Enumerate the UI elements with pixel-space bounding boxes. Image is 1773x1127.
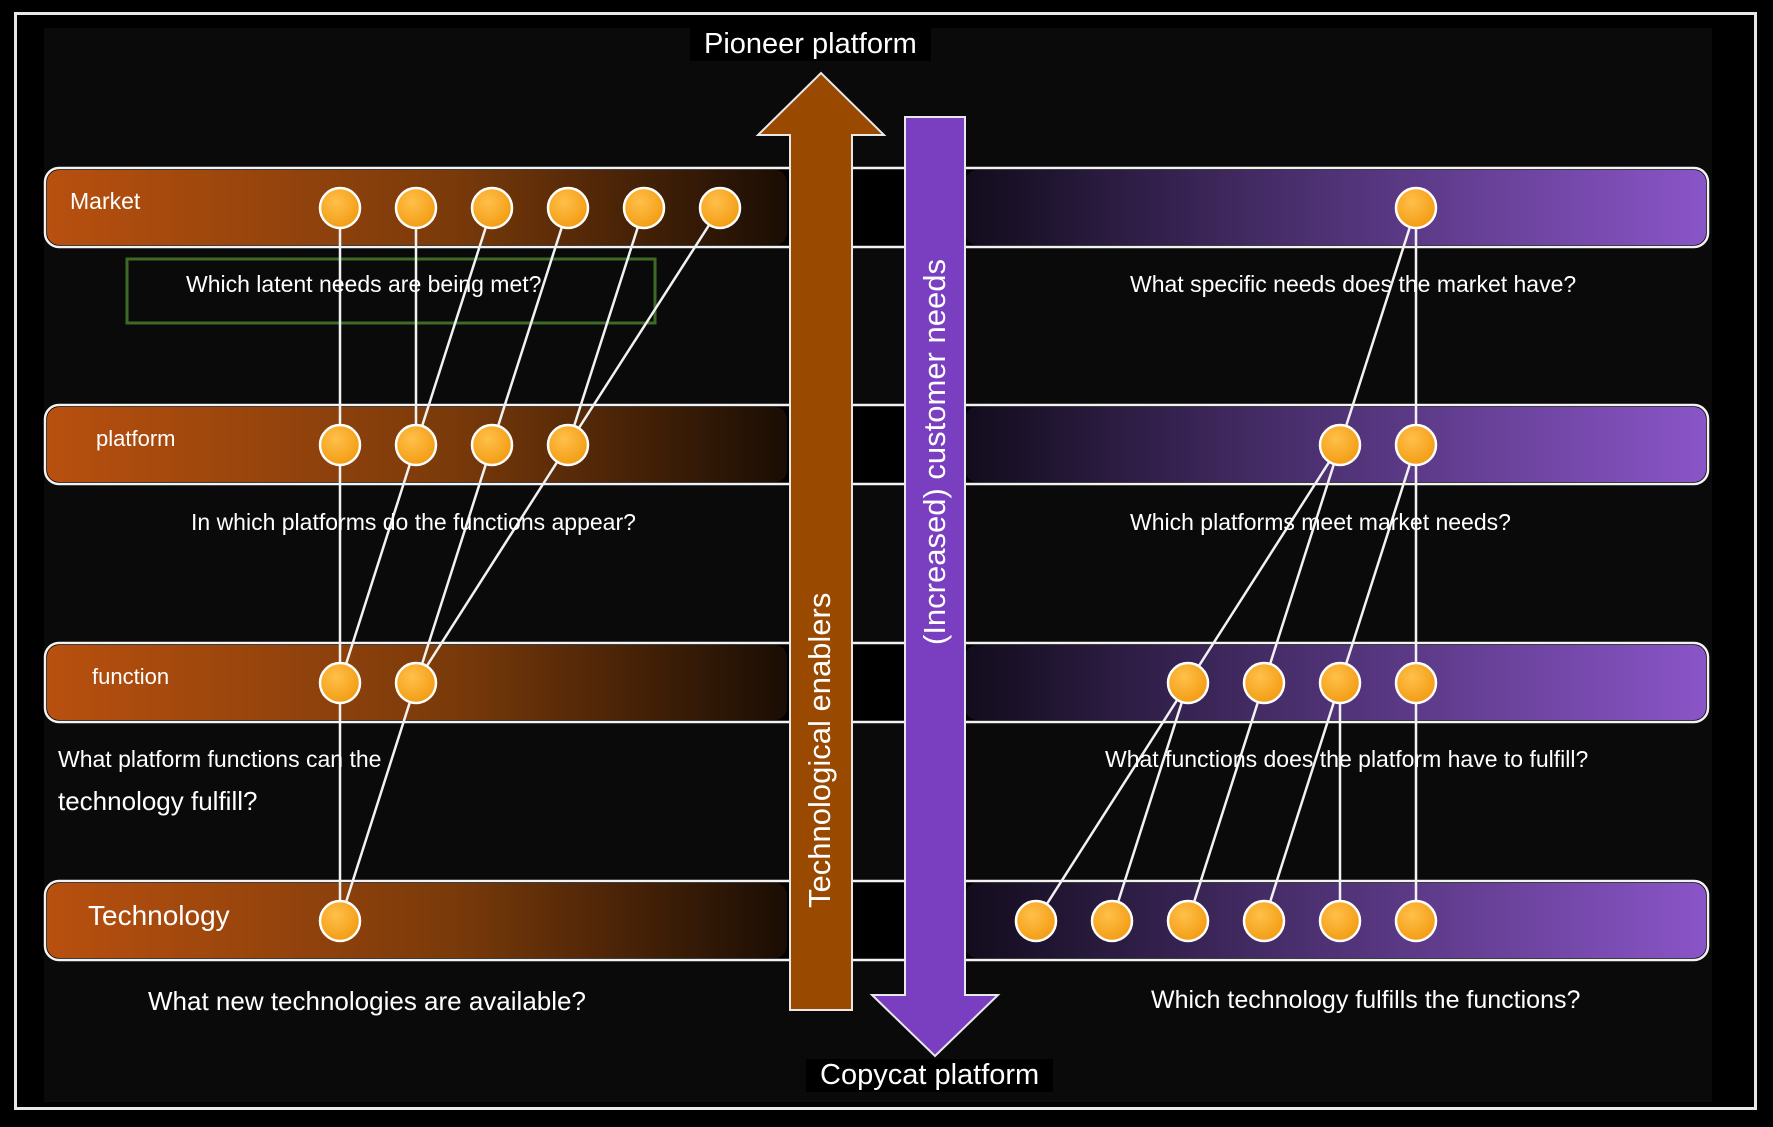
node-function-right-4 xyxy=(1394,661,1438,705)
connector-line xyxy=(338,682,418,922)
question-specific-needs: What specific needs does the market have… xyxy=(1130,271,1577,297)
title-pioneer-platform: Pioneer platform xyxy=(690,28,931,61)
highlight-box xyxy=(125,257,657,325)
connector-line xyxy=(1034,682,1190,922)
question-technology-fulfill: technology fulfill? xyxy=(58,786,258,816)
connector-line xyxy=(338,444,418,684)
node-market-left-1 xyxy=(318,186,362,230)
question-latent-needs: Which latent needs are being met? xyxy=(186,271,542,297)
connector-line xyxy=(566,207,722,446)
outer-frame xyxy=(14,12,1757,1110)
node-function-left-1 xyxy=(318,661,362,705)
question-platforms-functions: In which platforms do the functions appe… xyxy=(191,509,636,535)
connector-line xyxy=(1262,682,1342,922)
connector-line xyxy=(1338,207,1418,446)
node-function-right-3 xyxy=(1318,661,1362,705)
label-customer-needs: (Increased) customer needs xyxy=(917,259,952,645)
question-technology-fulfills: Which technology fulfills the functions? xyxy=(1151,986,1581,1014)
question-platform-functions: What platform functions can the xyxy=(58,746,382,772)
node-platform-left-3 xyxy=(470,423,514,467)
node-technology-left-1 xyxy=(318,899,362,943)
question-new-technologies: What new technologies are available? xyxy=(148,986,586,1016)
node-market-left-6 xyxy=(698,186,742,230)
node-market-left-2 xyxy=(394,186,438,230)
node-platform-right-2 xyxy=(1394,423,1438,467)
up-arrow xyxy=(755,71,887,1011)
node-technology-right-4 xyxy=(1242,899,1286,943)
node-technology-right-6 xyxy=(1394,899,1438,943)
connector-line xyxy=(414,444,570,684)
connector-line xyxy=(414,444,494,684)
node-technology-right-2 xyxy=(1090,899,1134,943)
node-platform-left-1 xyxy=(318,423,362,467)
question-functions-fulfill: What functions does the platform have to… xyxy=(1105,746,1589,772)
connector-line xyxy=(1338,444,1418,684)
question-platforms-meet-needs: Which platforms meet market needs? xyxy=(1130,509,1511,535)
connector-line xyxy=(490,207,570,446)
connector-line xyxy=(1186,682,1266,922)
node-market-left-3 xyxy=(470,186,514,230)
title-copycat-platform: Copycat platform xyxy=(806,1059,1054,1092)
node-platform-left-2 xyxy=(394,423,438,467)
node-technology-right-5 xyxy=(1318,899,1362,943)
connector-line xyxy=(566,207,646,446)
node-market-right-1 xyxy=(1394,186,1438,230)
node-function-right-2 xyxy=(1242,661,1286,705)
lane-name-technology: Technology xyxy=(88,900,230,931)
node-technology-right-1 xyxy=(1014,899,1058,943)
node-technology-right-3 xyxy=(1166,899,1210,943)
connector-lines xyxy=(338,207,1418,922)
lane-bar-technology-left xyxy=(47,883,787,958)
lane-name-function: function xyxy=(92,664,170,689)
node-market-left-4 xyxy=(546,186,590,230)
lane-name-platform: platform xyxy=(96,426,176,451)
label-technological-enablers: Technological enablers xyxy=(802,592,837,908)
connector-line xyxy=(414,207,494,446)
lane-bar-market-right xyxy=(965,170,1706,245)
node-platform-left-4 xyxy=(546,423,590,467)
node-platform-right-1 xyxy=(1318,423,1362,467)
node-function-left-2 xyxy=(394,661,438,705)
lane-name-market: Market xyxy=(70,188,141,214)
connector-line xyxy=(1186,444,1342,684)
node-market-left-5 xyxy=(622,186,666,230)
nodes xyxy=(318,186,1438,943)
connector-line xyxy=(1110,682,1190,922)
node-function-right-1 xyxy=(1166,661,1210,705)
connector-line xyxy=(1262,444,1342,684)
down-arrow xyxy=(869,116,1001,1058)
